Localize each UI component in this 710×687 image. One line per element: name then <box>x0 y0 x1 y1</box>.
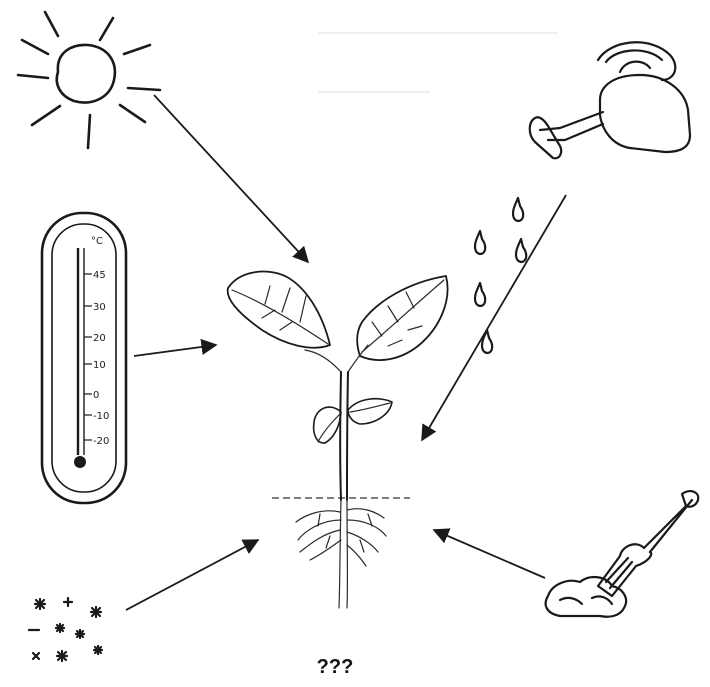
thermometer-tick-label: -10 <box>93 411 109 422</box>
arrow-sun-to-plant <box>154 95 308 262</box>
thermometer-tick-label: 45 <box>93 270 106 281</box>
sun-icon <box>18 12 160 148</box>
arrow-fertilizer-to-roots <box>126 540 258 610</box>
arrow-soil-to-roots <box>434 530 545 578</box>
arrows <box>126 95 566 610</box>
question-caption: ??? <box>305 656 365 679</box>
seedling-plant-icon <box>228 272 448 608</box>
thermometer-ticks <box>84 274 92 440</box>
thermometer-tick-label: 0 <box>93 390 99 401</box>
thermometer-tick-label: 20 <box>93 333 106 344</box>
arrow-temperature-to-plant <box>134 345 216 356</box>
watering-can-icon <box>530 42 690 158</box>
faint-header-lines <box>318 33 558 92</box>
arrow-water-to-plant <box>422 195 566 440</box>
fertilizer-granules-icon <box>29 598 102 661</box>
thermometer-tick-label: 10 <box>93 360 106 371</box>
roots <box>296 500 386 608</box>
thermometer-tick-label: -20 <box>93 436 109 447</box>
thermometer-icon: °C 45 30 20 10 0 -10 -20 <box>42 213 126 503</box>
thermometer-unit: °C <box>91 236 103 247</box>
shovel-soil-icon <box>546 491 699 617</box>
thermometer-tick-label: 30 <box>93 302 106 313</box>
